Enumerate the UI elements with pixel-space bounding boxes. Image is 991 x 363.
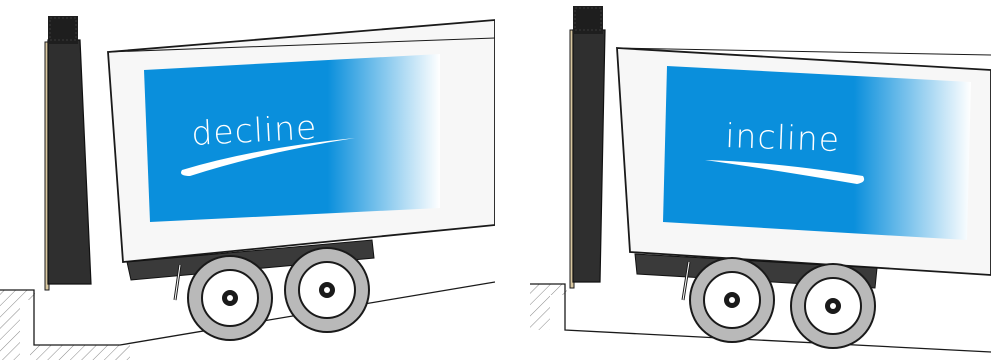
sign-panel: decline — [144, 54, 440, 222]
sign-label-incline: incline — [725, 116, 841, 159]
dock-bumper-icon — [573, 6, 605, 282]
incline-illustration: incline — [495, 0, 991, 363]
wheel-icon — [690, 258, 774, 342]
trailer-icon: incline — [617, 48, 991, 300]
incline-panel: incline — [495, 0, 991, 363]
decline-panel: decline — [0, 0, 495, 363]
wheel-icon — [791, 264, 875, 348]
sign-panel: incline — [663, 66, 971, 240]
wheel-icon — [188, 256, 272, 340]
wheel-icon — [285, 248, 369, 332]
dock-bumper-icon — [48, 16, 91, 284]
decline-illustration: decline — [0, 0, 495, 363]
